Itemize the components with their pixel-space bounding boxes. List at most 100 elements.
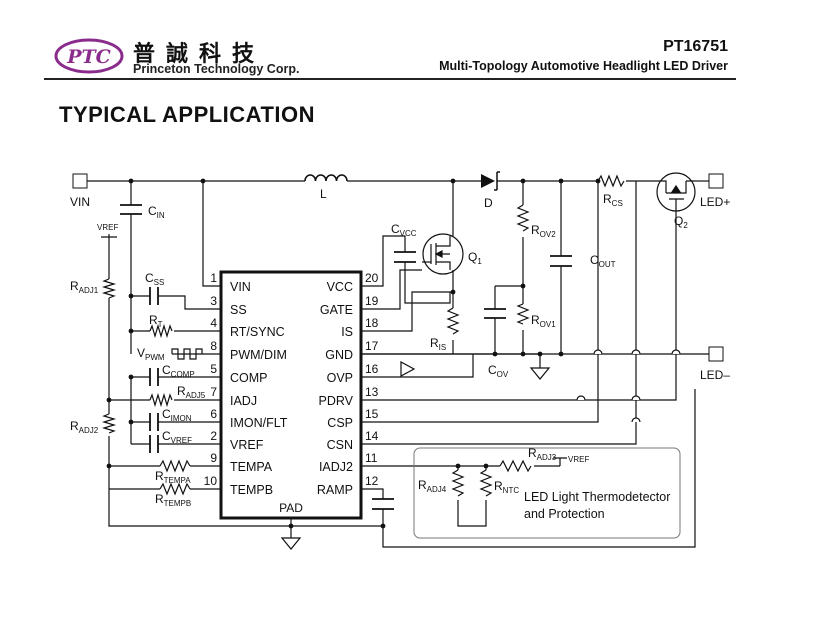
thermal-box-line2: and Protection (524, 507, 605, 521)
thermal-box-line1: LED Light Thermodetector (524, 490, 670, 504)
diode-symbol (481, 171, 500, 191)
vin-label: VIN (70, 195, 90, 209)
rtempa-label: RTEMPA (155, 469, 191, 485)
ccomp-label: CCOMP (162, 363, 195, 379)
pwm-source-symbol (171, 348, 203, 360)
rcs-label: RCS (603, 192, 623, 208)
pin-number: 6 (210, 407, 217, 421)
component-labels: L D Q1 Q2 CIN CVCC CSS RT VPWM CCOMP RAD… (70, 187, 688, 508)
pin-number: 14 (365, 429, 379, 443)
pin-name: GATE (320, 303, 353, 317)
pin-name: PDRV (318, 394, 353, 408)
header-rule (44, 78, 736, 80)
pin-number: 18 (365, 316, 379, 330)
cvcc-label: CVCC (391, 222, 417, 238)
ris-label: RIS (430, 336, 446, 352)
pin-number: 7 (210, 385, 217, 399)
pin-number: 11 (365, 451, 378, 465)
page-header: PTC 普誠科技 Princeton Technology Corp. PT16… (0, 0, 814, 90)
pin-name: VIN (230, 280, 251, 294)
pin-number: 17 (365, 339, 379, 353)
led-plus-terminal (708, 173, 724, 189)
pin-number: 4 (210, 316, 217, 330)
wire-hops (576, 349, 681, 423)
logo-text: PTC (66, 46, 111, 68)
vpwm-label: VPWM (137, 346, 165, 362)
cin-label: CIN (148, 204, 165, 220)
rntc-label: RNTC (494, 479, 519, 495)
pin-name: RT/SYNC (230, 325, 285, 339)
company-name: Princeton Technology Corp. (133, 62, 300, 76)
led-minus-label: LED– (700, 368, 730, 382)
pin-number: 19 (365, 294, 379, 308)
radj3-label: RADJ3 (528, 446, 557, 462)
pin-number: 20 (365, 271, 379, 285)
ic-pad-label: PAD (279, 501, 303, 515)
vin-terminal (72, 173, 88, 189)
pin-number: 2 (210, 429, 217, 443)
junction-dots (106, 178, 601, 529)
diode-label: D (484, 196, 493, 210)
led-minus-terminal (708, 346, 724, 362)
company-name-cjk: 普誠科技 (133, 42, 266, 67)
radj4-label: RADJ4 (418, 478, 447, 494)
q1-mosfet-symbol (422, 233, 464, 275)
cimon-label: CIMON (162, 407, 192, 423)
pin-number: 8 (210, 339, 217, 353)
vref-label-left: VREF (97, 223, 118, 232)
cvref-label: CVREF (162, 429, 192, 445)
radj2-label: RADJ2 (70, 419, 99, 435)
document-title: Multi-Topology Automotive Headlight LED … (439, 59, 728, 73)
pin-name: CSP (327, 416, 353, 430)
section-title: TYPICAL APPLICATION (59, 102, 315, 127)
ground-symbols (280, 367, 551, 550)
rov2-label: ROV2 (531, 223, 556, 239)
pin-name: COMP (230, 371, 268, 385)
wires (87, 180, 709, 548)
pin-name: IADJ2 (319, 460, 353, 474)
rov1-label: ROV1 (531, 313, 556, 329)
ic-body (219, 270, 363, 520)
rtempb-label: RTEMPB (155, 492, 191, 508)
resistor-symbols (101, 174, 625, 497)
vref-label-right: VREF (568, 455, 589, 464)
capacitor-symbols (120, 204, 572, 510)
ptc-logo: PTC (54, 38, 124, 74)
pin-number: 1 (210, 271, 217, 285)
pin-number: 5 (210, 362, 217, 376)
led-plus-label: LED+ (700, 195, 730, 209)
pin-number: 9 (210, 451, 217, 465)
pin-name: IS (341, 325, 353, 339)
pin-name: IMON/FLT (230, 416, 288, 430)
pin-name: TEMPB (230, 483, 273, 497)
pin-name: VCC (327, 280, 353, 294)
pin-name: GND (325, 348, 353, 362)
pin-name: VREF (230, 438, 264, 452)
pin-name: CSN (327, 438, 353, 452)
css-label: CSS (145, 271, 164, 287)
part-number: PT16751 (663, 38, 728, 55)
vref-supply-symbol-2 (553, 457, 567, 466)
pin-name: RAMP (317, 483, 353, 497)
inductor-label: L (320, 187, 327, 201)
pin-name: IADJ (230, 394, 257, 408)
pin-number: 16 (365, 362, 379, 376)
pin-name: TEMPA (230, 460, 273, 474)
ic-right-pins: 20VCC19GATE18IS17GND16OVP13PDRV15CSP14CS… (317, 271, 379, 497)
inductor-coil (304, 174, 348, 182)
pin-number: 10 (204, 474, 218, 488)
cout-label: COUT (590, 253, 616, 269)
q1-label: Q1 (468, 250, 482, 266)
q2-label: Q2 (674, 214, 688, 230)
cov-label: COV (488, 363, 509, 379)
thermal-protection-box (413, 447, 681, 539)
rt-label: RT (149, 313, 163, 329)
pin-name: SS (230, 303, 247, 317)
ovp-buffer-symbol (400, 360, 416, 378)
pin-number: 15 (365, 407, 379, 421)
radj5-label: RADJ5 (177, 384, 206, 400)
pin-number: 3 (210, 294, 217, 308)
pin-name: PWM/DIM (230, 348, 287, 362)
